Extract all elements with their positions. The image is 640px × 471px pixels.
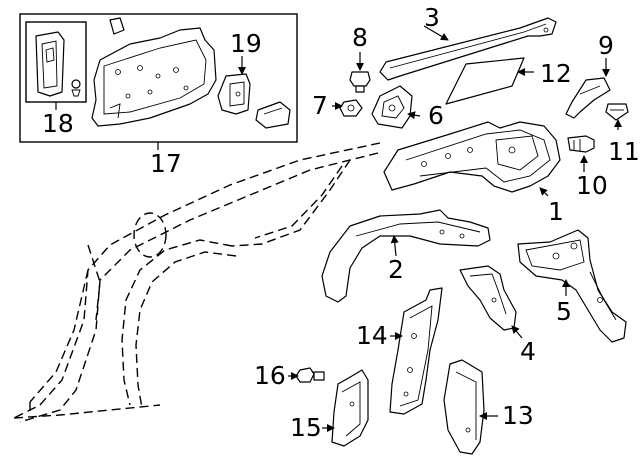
part-3-upper-rail [379,17,557,81]
callout-15: 15 [290,413,322,442]
callout-5: 5 [556,297,572,326]
callout-2: 2 [388,255,404,284]
callout-8: 8 [352,23,368,52]
callout-12: 12 [540,59,572,88]
part-8-bolt [349,71,371,93]
part-19-bracket [217,73,291,129]
part-14-pillar-reinforcement [389,287,443,415]
callout-3: 3 [424,3,440,32]
part-5-large-bracket [517,229,627,343]
part-10-screw [567,135,595,153]
callout-4: 4 [520,337,536,366]
part-13-panel [443,359,485,455]
callout-16: 16 [254,361,286,390]
callout-18: 18 [42,109,74,138]
inset-assembly-box [19,13,298,150]
callout-17: 17 [150,149,182,178]
part-4-gusset [459,265,517,331]
callout-1: 1 [548,197,564,226]
callout-9: 9 [598,31,614,60]
part-7-nut [339,99,363,117]
part-17-inner-panel [91,17,217,127]
part-6-bracket [371,85,413,129]
part-18-trim-panel [35,31,81,97]
part-2-wheelhouse-inner [321,209,491,303]
callout-6: 6 [428,101,444,130]
part-16-bolt [295,367,325,383]
callout-11: 11 [608,137,640,166]
part-12-pad [445,57,525,105]
callout-labels: 1 2 3 4 5 6 7 8 9 10 11 12 13 14 15 16 1… [42,3,640,442]
part-11-clip [605,103,629,121]
part-9-bracket [565,77,611,119]
part-15-small-panel [331,369,369,447]
leader-lines [55,25,622,432]
part-1-wheelhouse-outer [383,121,561,193]
callout-10: 10 [576,171,608,200]
callout-13: 13 [502,401,534,430]
callout-7: 7 [312,91,328,120]
quarter-panel-outline [13,142,381,423]
callout-19: 19 [230,29,262,58]
callout-14: 14 [356,321,388,350]
